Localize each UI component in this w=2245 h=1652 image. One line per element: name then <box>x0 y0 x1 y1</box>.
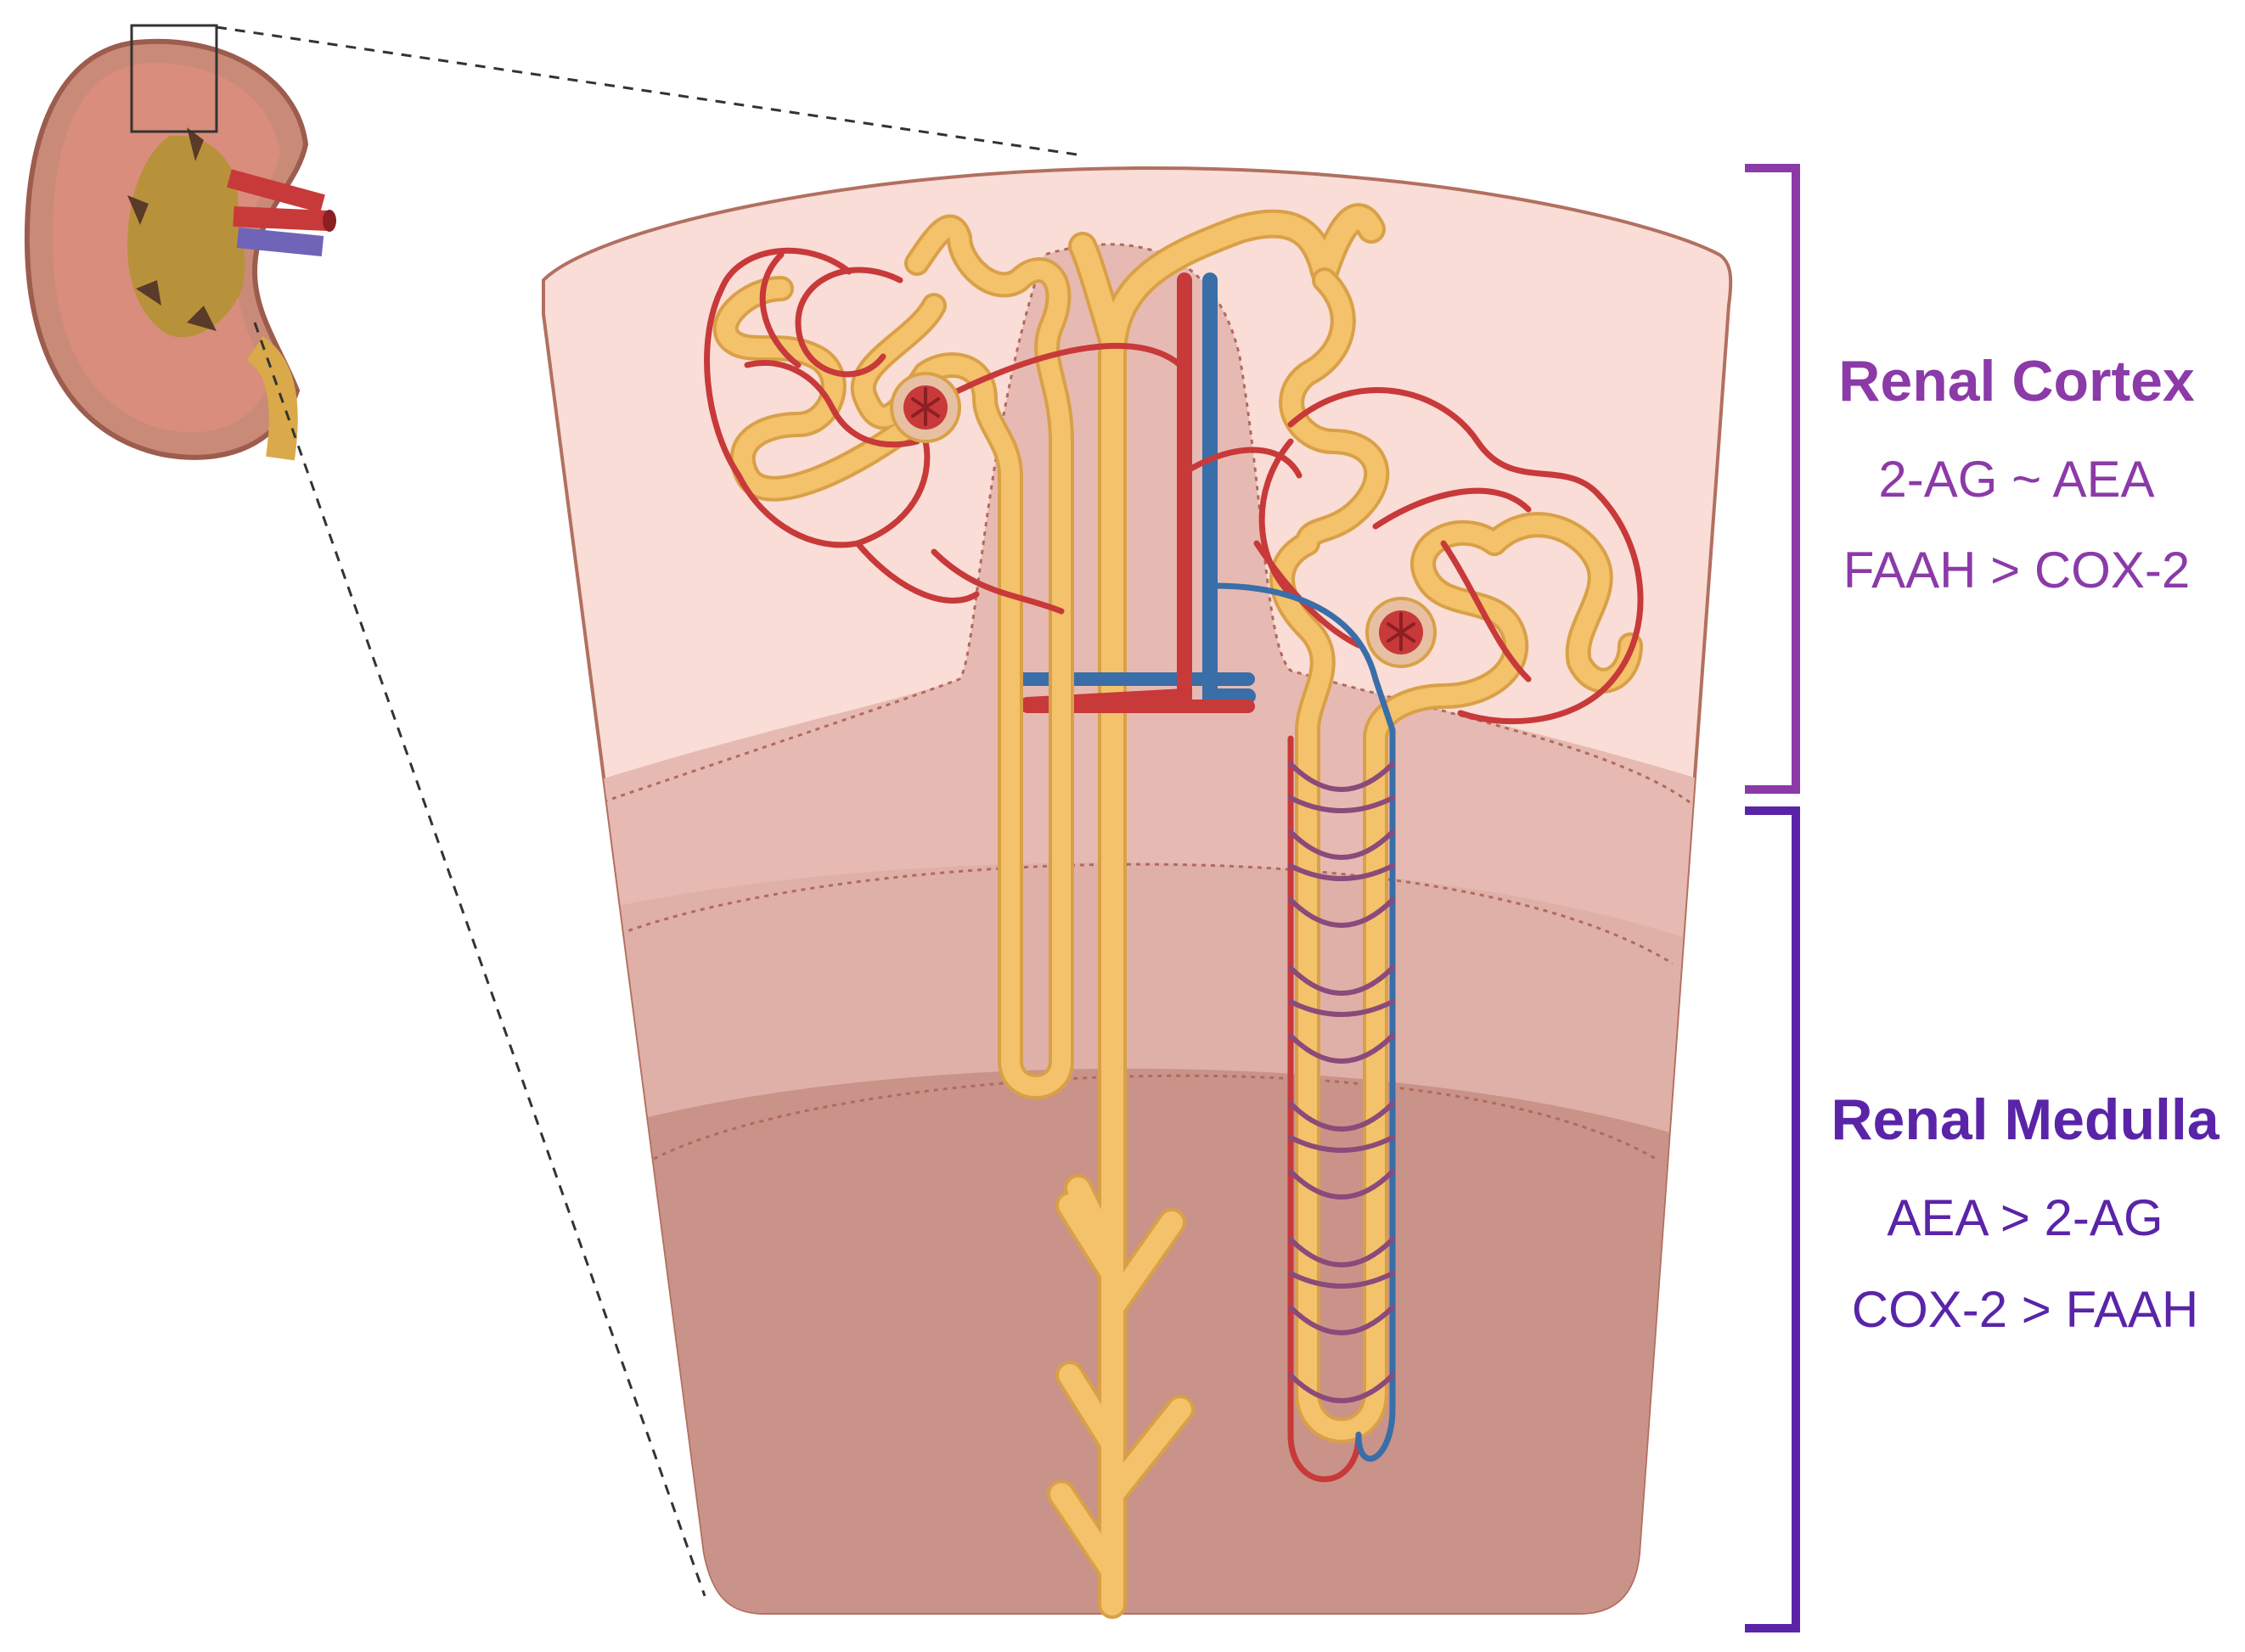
left-nephron <box>704 214 1184 1099</box>
medulla-line-2: COX-2 > FAAH <box>1851 1281 2199 1338</box>
cortex-line-1: 2-AG ~ AEA <box>1878 451 2155 508</box>
cortex-line-2: FAAH > COX-2 <box>1843 542 2191 598</box>
inner-medulla-region <box>543 1068 1731 1613</box>
kidney-thumbnail <box>24 24 336 461</box>
zoom-line-top <box>216 25 1083 157</box>
medulla-line-1: AEA > 2-AG <box>1887 1189 2163 1246</box>
cortex-title: Renal Cortex <box>1838 349 2195 413</box>
medulla-title: Renal Medulla <box>1831 1087 2220 1152</box>
right-nephron <box>1177 267 1644 1482</box>
zoom-line-bottom <box>253 322 706 1597</box>
zoom-box <box>130 24 218 133</box>
cortex-bracket <box>1745 164 1800 794</box>
collecting-duct <box>1047 203 1386 1619</box>
medulla-bracket <box>1745 806 1800 1632</box>
